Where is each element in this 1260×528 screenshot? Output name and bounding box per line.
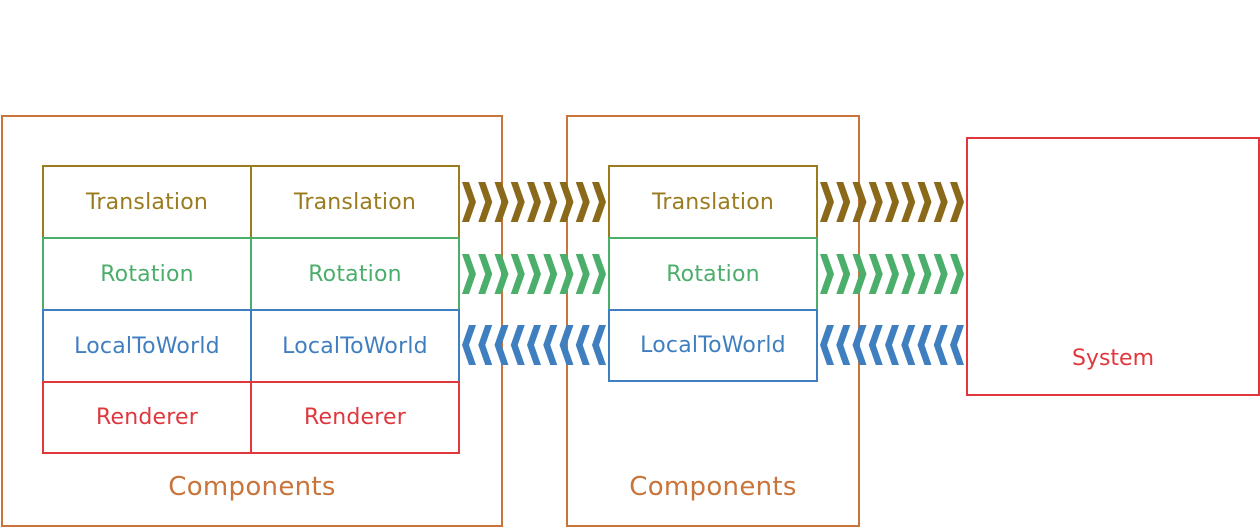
arrow-translation-1-chevron [527,182,541,222]
arrow-localtoworld-2-chevron [933,325,948,365]
arrow-localtoworld-2-chevron [917,325,932,365]
cell-rotation-g1-c2: Rotation [250,237,460,311]
cell-renderer-g1-c1: Renderer [42,381,252,454]
cell-localtoworld-g1-c1: LocalToWorld [42,309,252,383]
system-label: System [1071,346,1155,371]
arrow-localtoworld-2-chevron [868,325,883,365]
system-box [966,137,1260,396]
group-label-1: Components [168,472,336,502]
arrow-rotation-2-chevron [901,254,916,294]
arrow-translation-1-chevron [543,182,558,222]
cell-translation-g2: Translation [608,165,818,239]
arrow-rotation-2-chevron [917,254,932,294]
component-group-2 [566,115,860,527]
arrow-translation-2-chevron [950,182,964,222]
arrow-translation-2-chevron [917,182,932,222]
cell-translation-g1-c1: Translation [42,165,252,239]
arrow-rotation-2-chevron [868,254,883,294]
arrow-rotation-1-chevron [527,254,541,294]
component-group-1 [1,115,503,527]
arrow-translation-2-chevron [933,182,948,222]
arrow-localtoworld-1-chevron [510,325,525,365]
arrow-rotation-1-chevron [543,254,558,294]
arrow-translation-1-chevron [510,182,525,222]
cell-rotation-g1-c1: Rotation [42,237,252,311]
arrow-localtoworld-2-chevron [901,325,916,365]
cell-rotation-g2: Rotation [608,237,818,311]
arrow-localtoworld-2-chevron [885,325,899,365]
arrow-translation-2-chevron [885,182,899,222]
cell-translation-g1-c2: Translation [250,165,460,239]
arrow-translation-2-chevron [868,182,883,222]
arrow-rotation-1-chevron [510,254,525,294]
arrow-localtoworld-1-chevron [543,325,558,365]
arrow-rotation-2-chevron [950,254,964,294]
arrow-localtoworld-1-chevron [527,325,541,365]
group-label-2: Components [629,472,797,502]
arrow-rotation-2-chevron [933,254,948,294]
arrow-rotation-2-chevron [885,254,899,294]
cell-localtoworld-g1-c2: LocalToWorld [250,309,460,383]
arrow-translation-2-chevron [901,182,916,222]
cell-renderer-g1-c2: Renderer [250,381,460,454]
cell-localtoworld-g2: LocalToWorld [608,309,818,382]
arrow-localtoworld-2-chevron [950,325,964,365]
